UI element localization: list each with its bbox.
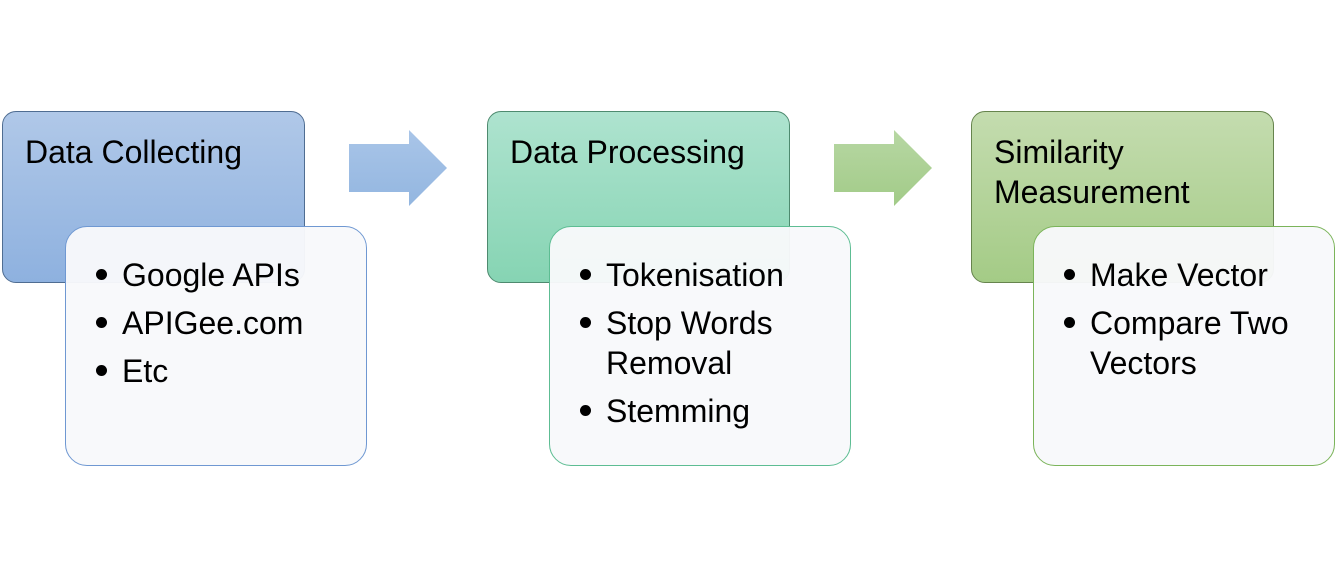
bullet-icon bbox=[580, 405, 591, 416]
bullet-icon bbox=[1064, 269, 1075, 280]
list-item: Etc bbox=[96, 351, 358, 391]
stage-details-data-collecting: Google APIs APIGee.com Etc bbox=[65, 226, 367, 466]
stage-title: Data Collecting bbox=[25, 134, 242, 170]
list-item: Compare Two Vectors bbox=[1064, 303, 1326, 383]
stage-details-data-processing: Tokenisation Stop Words Removal Stemming bbox=[549, 226, 851, 466]
bullet-icon bbox=[96, 365, 107, 376]
list-item: Stop Words Removal bbox=[580, 303, 842, 383]
bullet-icon bbox=[96, 269, 107, 280]
stage-title: Data Processing bbox=[510, 134, 745, 170]
list-item: Make Vector bbox=[1064, 255, 1326, 295]
bullet-icon bbox=[96, 317, 107, 328]
right-arrow-icon bbox=[834, 130, 932, 206]
bullet-list: Tokenisation Stop Words Removal Stemming bbox=[580, 255, 842, 439]
stage-details-similarity-measurement: Make Vector Compare Two Vectors bbox=[1033, 226, 1335, 466]
bullet-list: Make Vector Compare Two Vectors bbox=[1064, 255, 1326, 391]
stage-title: Similarity Measurement bbox=[994, 134, 1190, 210]
list-item: APIGee.com bbox=[96, 303, 358, 343]
list-item: Google APIs bbox=[96, 255, 358, 295]
bullet-icon bbox=[580, 317, 591, 328]
bullet-icon bbox=[580, 269, 591, 280]
bullet-list: Google APIs APIGee.com Etc bbox=[96, 255, 358, 399]
list-item: Tokenisation bbox=[580, 255, 842, 295]
bullet-icon bbox=[1064, 317, 1075, 328]
list-item: Stemming bbox=[580, 391, 842, 431]
right-arrow-icon bbox=[349, 130, 447, 206]
